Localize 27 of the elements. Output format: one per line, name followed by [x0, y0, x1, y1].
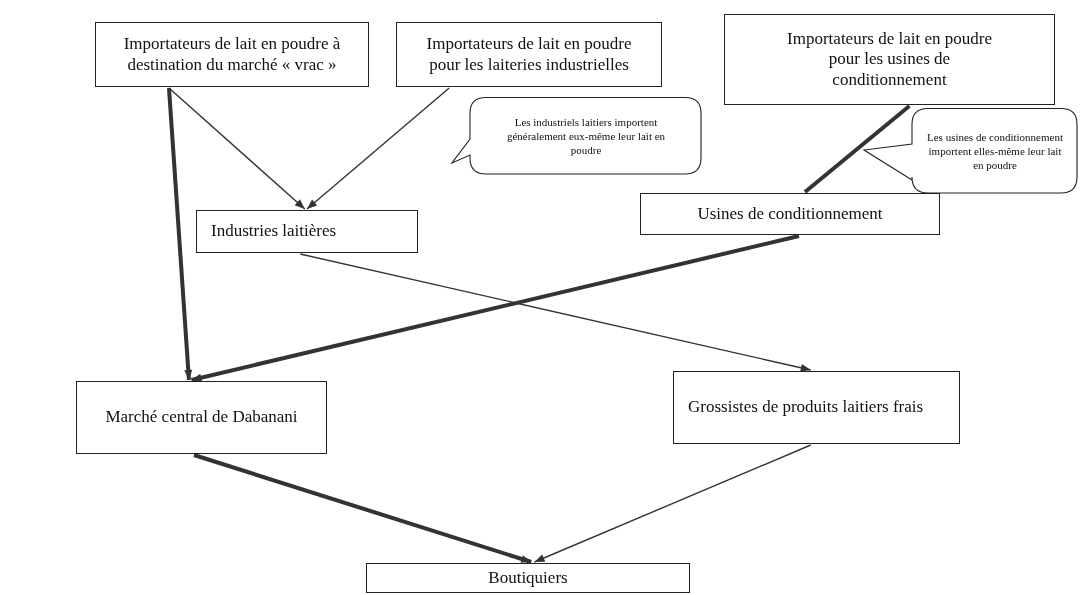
- arrow: [167, 87, 193, 381]
- node-label: Importateurs de lait en poudre à destination du marché « vrac »: [122, 34, 342, 75]
- arrow: [533, 444, 812, 563]
- process-box: [640, 193, 940, 235]
- process-box: [673, 371, 960, 444]
- arrow: [168, 87, 306, 210]
- node-label: Grossistes de produits laitiers frais: [688, 397, 924, 418]
- arrow: [191, 234, 800, 382]
- process-box: [196, 210, 418, 253]
- node-label: Importateurs de lait en poudre pour les laiteries industrielles: [425, 34, 633, 75]
- process-box: [396, 22, 662, 87]
- process-box: [76, 381, 327, 454]
- node-label: Boutiquiers: [488, 567, 568, 589]
- process-box: [724, 14, 1055, 105]
- process-box: [366, 563, 690, 593]
- node-label: Marché central de Dabanani: [105, 407, 298, 428]
- callout-text: Les industriels laitiers importent généralement eux-même leur lait en poudre: [505, 114, 667, 158]
- node-label: Industries laitières: [211, 221, 337, 242]
- callout-bubble: [450, 97, 702, 175]
- callout-text: Les usines de conditionnement importent elles-même leur lait en poudre: [926, 129, 1064, 173]
- node-label: Importateurs de lait en poudre pour les usines de conditionnement: [786, 28, 993, 91]
- arrow: [306, 87, 450, 210]
- process-box: [95, 22, 369, 87]
- node-label: Usines de conditionnement: [697, 203, 883, 225]
- arrow: [193, 453, 532, 564]
- arrow: [299, 253, 812, 372]
- callout-bubble: [862, 108, 1078, 194]
